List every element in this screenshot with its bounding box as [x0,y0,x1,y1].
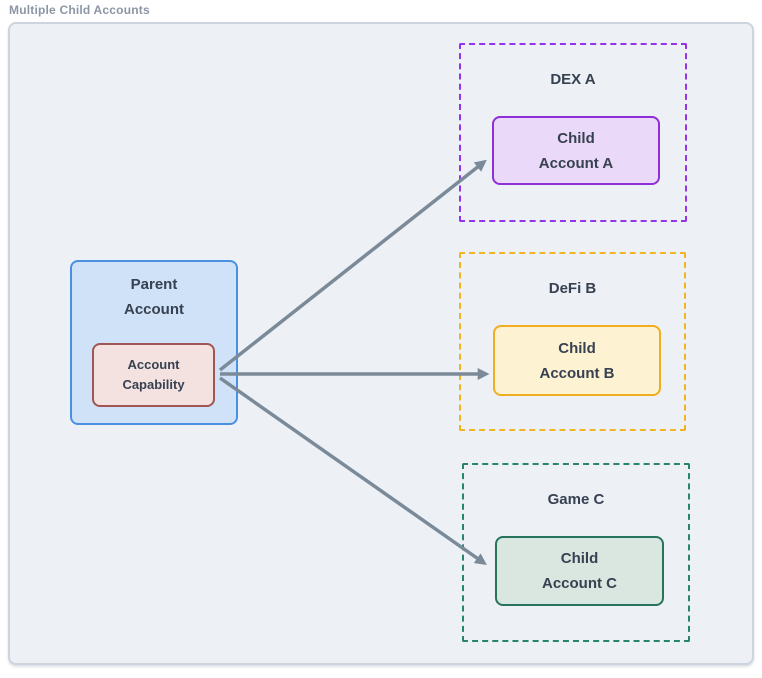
child-account-c-node: Child Account C [495,536,664,606]
parent-account-label: Parent Account [72,272,236,322]
group-defi-b-label: DeFi B [548,280,597,297]
account-capability-node: Account Capability [92,343,215,407]
parent-account-label-line2: Account [124,301,184,318]
group-game-c-label: Game C [547,491,605,508]
diagram-title: Multiple Child Accounts [9,3,150,17]
child-account-a-node: Child Account A [492,116,660,185]
child-account-b-label-line1: Child [558,339,596,357]
account-capability-label-line1: Account [127,357,180,372]
parent-account-label-line1: Parent [130,276,178,293]
child-account-a-label-line1: Child [557,129,595,147]
child-account-c-label-line1: Child [560,550,599,567]
account-capability-label-line2: Capability [122,377,185,392]
group-dex-a: DEX A [459,43,687,222]
group-dex-a-label: DEX A [550,71,596,88]
child-account-b-label-line2: Account B [539,364,615,382]
child-account-a-label-line2: Account A [538,154,614,172]
child-account-c-label-line2: Account C [542,575,617,592]
child-account-b-node: Child Account B [493,325,661,396]
